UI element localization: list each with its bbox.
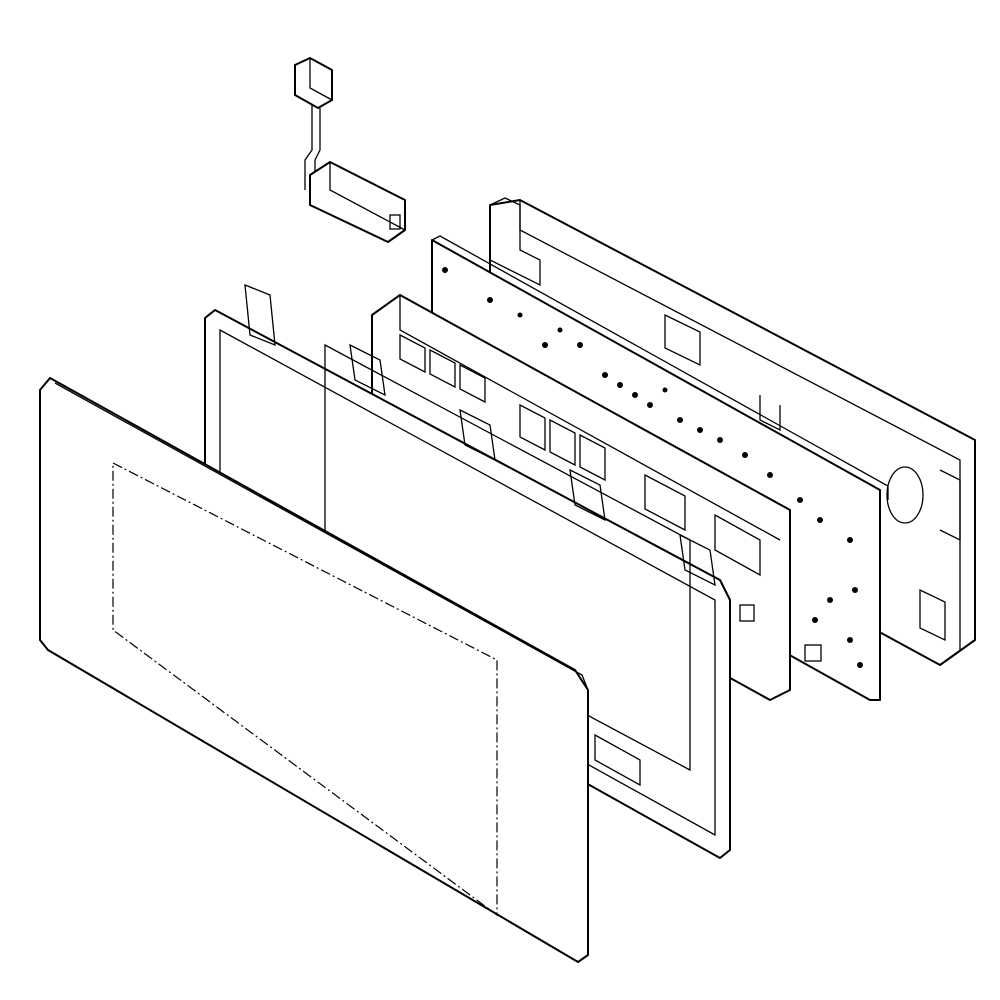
display-window-outline xyxy=(112,462,498,917)
bracket-windows xyxy=(399,333,761,622)
pcb-components xyxy=(442,267,863,668)
sensor-assembly xyxy=(294,57,406,243)
front-glass-panel xyxy=(39,377,589,963)
